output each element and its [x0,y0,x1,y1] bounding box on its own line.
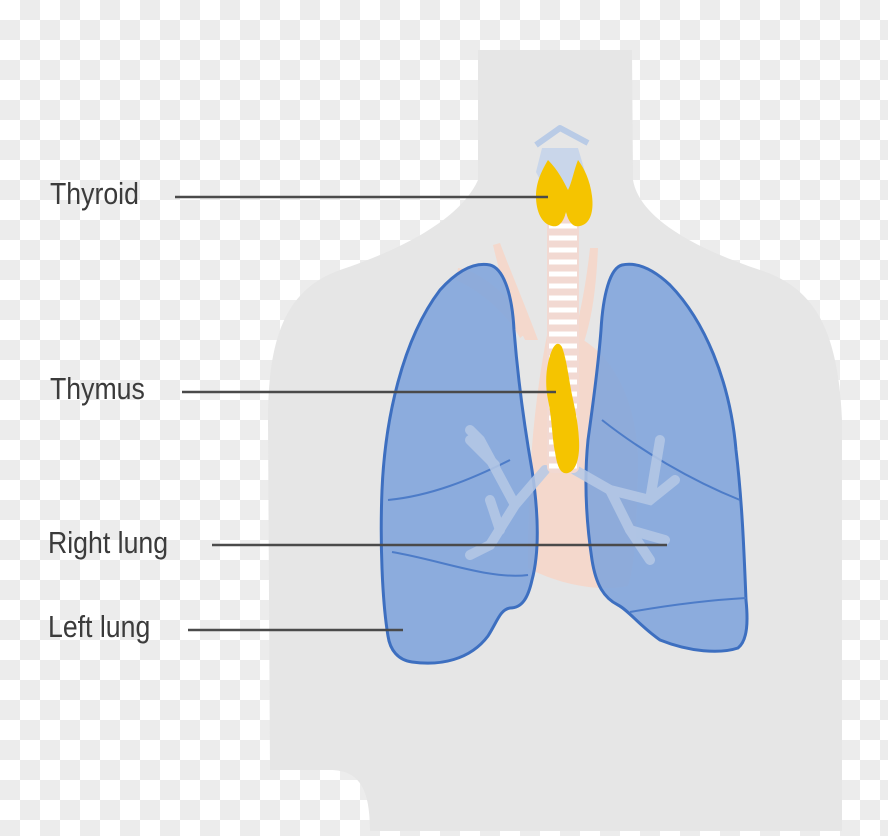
thyroid-label: Thyroid [50,178,139,209]
left-lung-label: Left lung [48,611,150,642]
right-lung-label: Right lung [48,527,168,558]
thymus-label: Thymus [50,373,145,404]
